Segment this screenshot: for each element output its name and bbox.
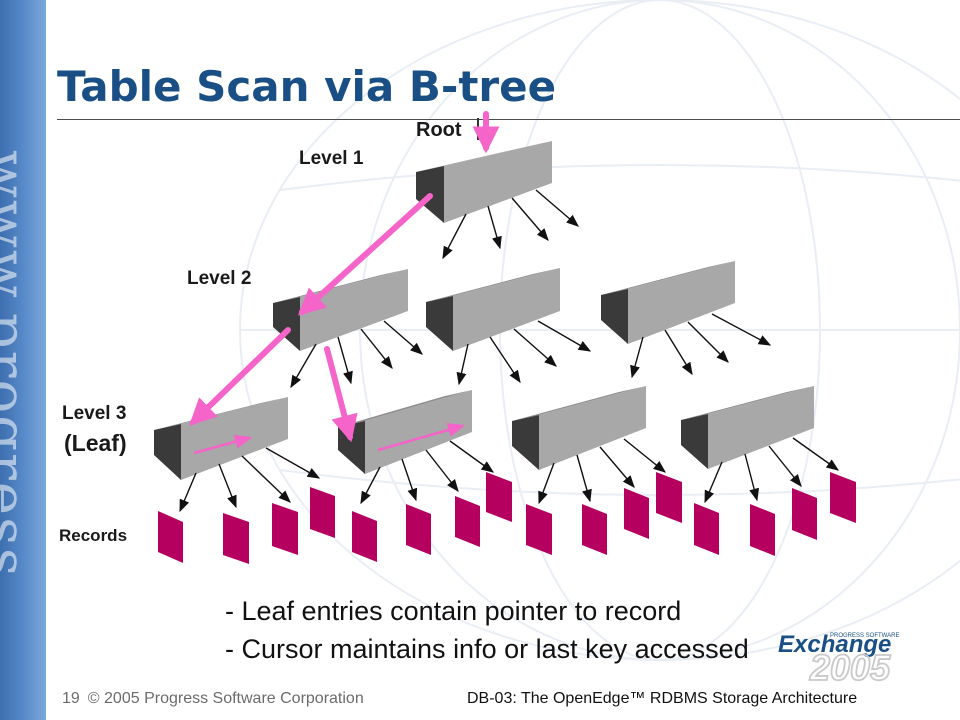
leaf-cursor-arrows	[193, 423, 466, 455]
scan-path-arrows	[189, 111, 500, 443]
logo-top: PROGRESS SOFTWARE	[830, 633, 899, 639]
bullet-item: - Cursor maintains info or last key acce…	[225, 634, 749, 664]
sidebar-band: www.progress	[0, 0, 46, 720]
record-4	[310, 487, 335, 538]
record-11	[624, 488, 649, 539]
btree-leaf-node-3	[512, 386, 646, 470]
title-divider	[57, 119, 960, 120]
record-3	[272, 503, 298, 555]
record-12	[656, 472, 682, 523]
level-3-label: Level 3	[62, 403, 126, 424]
record-8	[486, 472, 512, 522]
leaf-2-cursor-arrow	[377, 423, 466, 452]
records-label: Records	[59, 526, 127, 545]
bullet-item: - Leaf entries contain pointer to record	[225, 596, 682, 626]
record-5	[352, 511, 377, 562]
record-15	[792, 488, 817, 540]
root-label: Root	[416, 119, 462, 141]
slide-number: 19	[62, 690, 80, 707]
level-2-label: Level 2	[187, 268, 251, 289]
btree-node-level2-1	[273, 269, 408, 351]
descend-level2-arrow	[297, 193, 433, 316]
record-2	[223, 513, 249, 564]
record-13	[694, 503, 719, 555]
record-9	[526, 504, 552, 555]
record-7	[455, 496, 480, 547]
child-pointer-arrows	[179, 189, 840, 513]
btree-node-level2-2	[426, 268, 560, 351]
btree-leaf-node-4	[681, 386, 814, 469]
page-title: Table Scan via B-tree	[57, 62, 557, 111]
descend-leaf-arrow	[189, 327, 291, 426]
btree-node-level1	[416, 141, 552, 223]
logo-word: Exchange	[778, 631, 891, 658]
leaf-1-cursor-arrow	[193, 434, 253, 455]
record-blocks	[158, 472, 856, 564]
bullet-list: - Leaf entries contain pointer to record…	[225, 592, 749, 668]
copyright-text: © 2005 Progress Software Corporation	[87, 690, 364, 707]
btree-node-level2-3	[601, 261, 735, 344]
record-10	[582, 504, 607, 555]
btree-leaf-node-2	[338, 390, 472, 474]
record-1	[158, 511, 183, 563]
exchange-2005-logo: Exchange PROGRESS SOFTWARE 2005	[778, 631, 899, 684]
record-16	[830, 472, 856, 523]
record-14	[750, 504, 775, 556]
logo-year: 2005	[809, 647, 891, 684]
record-6	[406, 504, 431, 555]
leaf-label: (Leaf)	[64, 430, 127, 456]
level-1-label: Level 1	[299, 148, 364, 169]
footer-left: 19 © 2005 Progress Software Corporation	[62, 690, 364, 708]
footer-title: DB-03: The OpenEdge™ RDBMS Storage Archi…	[467, 690, 858, 707]
next-leaf-arrow	[324, 346, 358, 443]
